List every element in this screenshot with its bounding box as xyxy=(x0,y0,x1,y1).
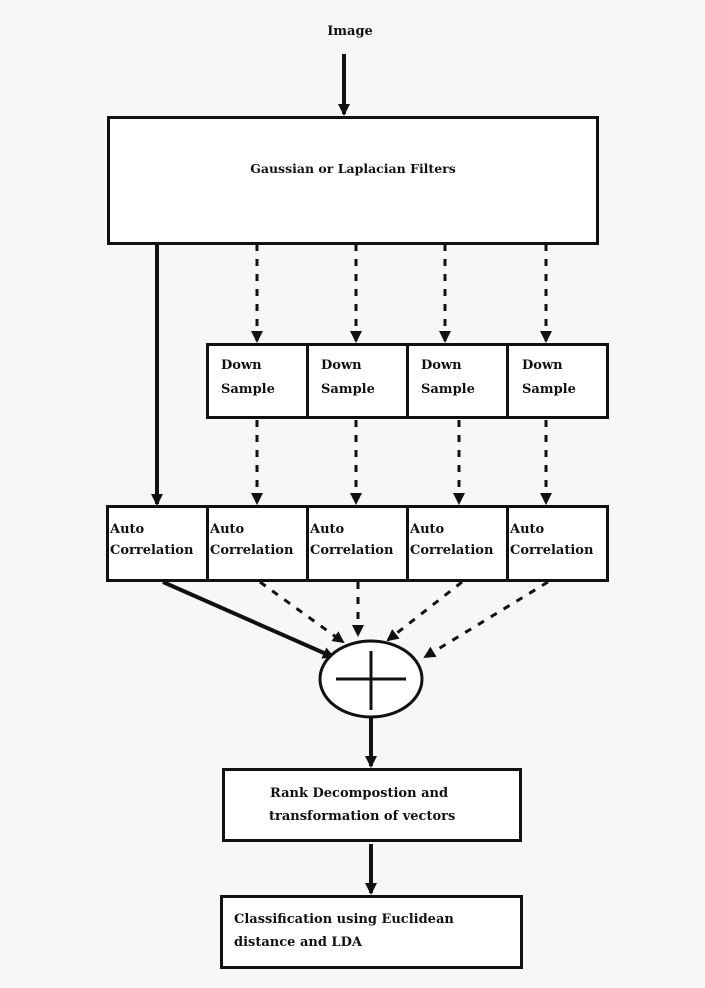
downsample-2-line-2: Sample xyxy=(321,382,375,397)
downsample-2-line-1: Down xyxy=(321,358,362,373)
downsample-block-4 xyxy=(506,343,609,419)
downsample-3-line-1: Down xyxy=(421,358,462,373)
autocorrelation-2-line-1: Auto xyxy=(210,522,245,537)
arrow-autocorrelation-1-to-sum xyxy=(162,580,335,659)
rank-label-line-2: transformation of vectors xyxy=(269,809,456,824)
autocorrelation-2-line-2: Correlation xyxy=(210,543,294,558)
downsample-1-line-1: Down xyxy=(221,358,262,373)
downsample-3-line-2: Sample xyxy=(421,382,475,397)
autocorrelation-4-line-1: Auto xyxy=(410,522,445,537)
input-image-label: Image xyxy=(327,24,373,39)
filter-label: Gaussian or Laplacian Filters xyxy=(250,161,456,176)
autocorrelation-4-line-2: Correlation xyxy=(410,543,494,558)
autocorrelation-block-4 xyxy=(406,505,509,582)
autocorrelation-1-line-2: Correlation xyxy=(110,543,194,558)
arrow-autocorrelation-5-to-sum xyxy=(423,580,549,659)
filter-block xyxy=(107,116,599,245)
downsample-1-line-2: Sample xyxy=(221,382,275,397)
rank-decomposition-block xyxy=(222,768,522,842)
autocorrelation-block-3 xyxy=(306,505,409,582)
downsample-block-3 xyxy=(406,343,509,419)
arrow-autocorrelation-2-to-sum xyxy=(259,580,345,644)
autocorrelation-3-line-1: Auto xyxy=(310,522,345,537)
autocorrelation-block-1 xyxy=(106,505,209,582)
downsample-4-line-1: Down xyxy=(522,358,563,373)
classification-block xyxy=(220,895,523,969)
arrow-autocorrelation-4-to-sum xyxy=(386,580,463,642)
downsample-block-2 xyxy=(306,343,409,419)
classification-label-line-2: distance and LDA xyxy=(234,935,362,950)
autocorrelation-3-line-2: Correlation xyxy=(310,543,394,558)
autocorrelation-5-line-1: Auto xyxy=(510,522,545,537)
autocorrelation-block-5 xyxy=(506,505,609,582)
downsample-block-1 xyxy=(206,343,309,419)
autocorrelation-1-line-1: Auto xyxy=(110,522,145,537)
autocorrelation-5-line-2: Correlation xyxy=(510,543,594,558)
classification-label-line-1: Classification using Euclidean xyxy=(234,912,454,927)
downsample-4-line-2: Sample xyxy=(522,382,576,397)
rank-label-line-1: Rank Decompostion and xyxy=(270,786,449,801)
